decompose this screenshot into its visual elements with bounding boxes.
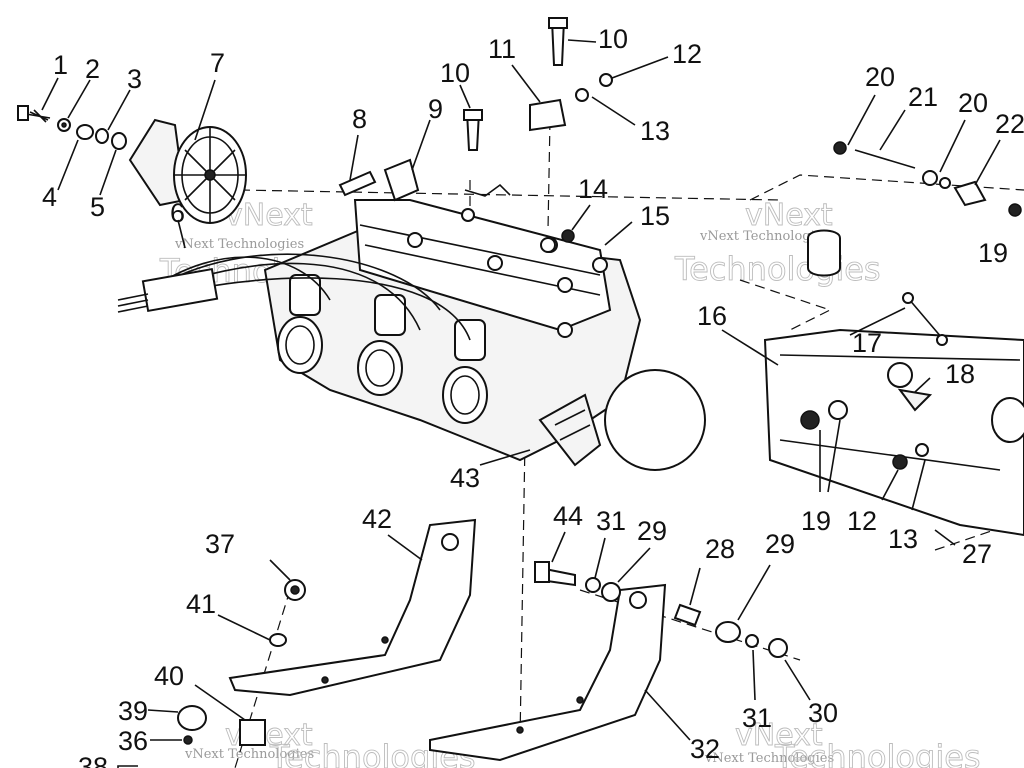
callout-30: 30 (808, 698, 838, 728)
callout-10-upper: 10 (598, 24, 628, 54)
watermark-brand-4: vNext (735, 718, 823, 753)
callout-27: 27 (962, 539, 992, 569)
callout-22: 22 (995, 109, 1024, 139)
engine-assembly (117, 17, 706, 471)
callout-15: 15 (640, 201, 670, 231)
callout-1: 1 (53, 50, 68, 80)
watermark-small-3: vNext Technologies (184, 747, 314, 762)
callout-13-top: 13 (640, 116, 670, 146)
callout-40: 40 (154, 661, 184, 691)
callout-28: 28 (705, 534, 735, 564)
watermark-company-2: Technologies (674, 250, 881, 288)
callout-39: 39 (118, 696, 148, 726)
callout-31-bottom: 31 (742, 703, 772, 733)
callout-29-left: 29 (637, 516, 667, 546)
watermark-small-1: vNext Technologies (174, 237, 304, 252)
callout-37: 37 (205, 529, 235, 559)
recoil-starter-group (17, 105, 247, 224)
watermark-company-4: Technologies (774, 738, 981, 768)
watermark-small-4: vNext Technologies (704, 751, 834, 766)
callout-19-bottom: 19 (801, 506, 831, 536)
callout-36: 36 (118, 726, 148, 756)
engine-mount-brackets (177, 518, 788, 762)
callout-43: 43 (450, 463, 480, 493)
callout-6: 6 (170, 198, 185, 228)
callout-9: 9 (428, 94, 443, 124)
leader-lines (41, 39, 1001, 768)
callout-3: 3 (127, 64, 142, 94)
callout-2: 2 (85, 54, 100, 84)
callout-17: 17 (852, 328, 882, 358)
callout-labels: 1 2 3 4 5 6 7 8 9 10 10 11 12 13 14 15 1… (42, 24, 1024, 768)
callout-31-top: 31 (596, 506, 626, 536)
callout-7: 7 (210, 48, 225, 78)
callout-44: 44 (553, 501, 583, 531)
callout-32: 32 (690, 734, 720, 764)
callout-20-left: 20 (865, 62, 895, 92)
callout-12-top: 12 (672, 39, 702, 69)
frame-assembly (763, 141, 1024, 537)
callout-12-bottom: 12 (847, 506, 877, 536)
callout-11: 11 (488, 34, 516, 64)
callout-41: 41 (186, 589, 216, 619)
callout-16: 16 (697, 301, 727, 331)
callout-10-lower: 10 (440, 58, 470, 88)
watermark-small-2: vNext Technologies (699, 229, 829, 244)
callout-29-right: 29 (765, 529, 795, 559)
callout-18: 18 (945, 359, 975, 389)
callout-38: 38 (78, 752, 108, 768)
callout-19-right: 19 (978, 238, 1008, 268)
callout-4: 4 (42, 182, 57, 212)
callout-42: 42 (362, 504, 392, 534)
callout-8: 8 (352, 104, 367, 134)
watermark-brand-2: vNext (745, 198, 833, 233)
callout-21: 21 (908, 82, 938, 112)
callout-20-right: 20 (958, 88, 988, 118)
callout-13-bottom: 13 (888, 524, 918, 554)
callout-14: 14 (578, 174, 608, 204)
callout-5: 5 (90, 192, 105, 222)
watermarks: vNext vNext Technologies Technologies vN… (159, 198, 981, 768)
